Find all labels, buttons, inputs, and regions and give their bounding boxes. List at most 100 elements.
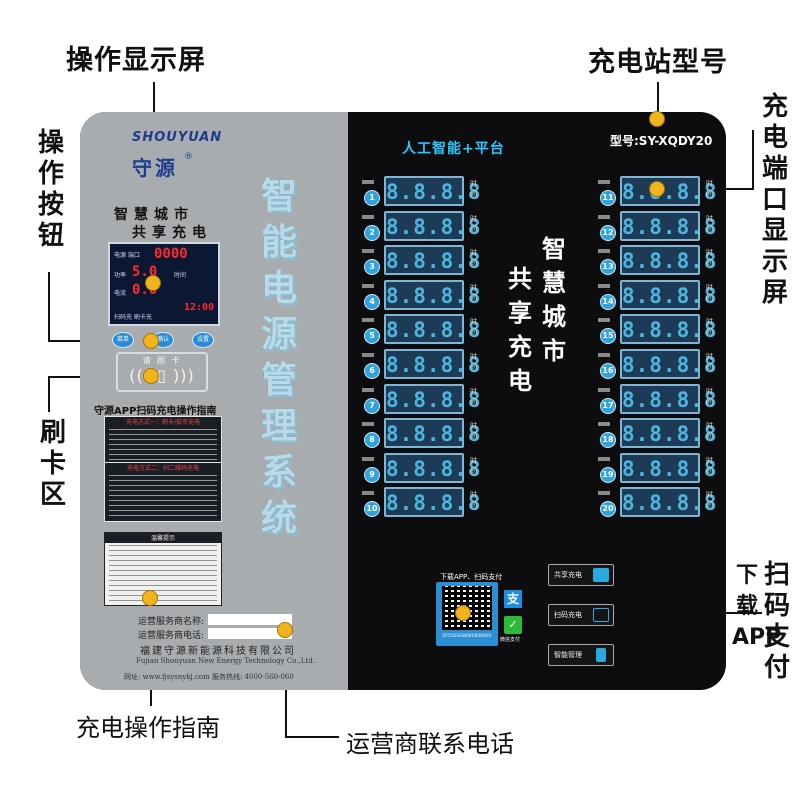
marker-operation-buttons — [143, 333, 159, 349]
port-display-digits: 8.8.8.8 — [622, 491, 718, 516]
ai-platform-slogan: 人工智能+平台 — [402, 141, 505, 157]
port-indicator-light — [598, 353, 610, 357]
port-indicator-light — [362, 491, 374, 496]
guide-section-qr: 充电方式二：扫二维码充电 — [104, 462, 222, 522]
port-display: 8.8.8.8 — [620, 245, 718, 276]
scan-icon — [593, 608, 609, 622]
port-indicator-light — [598, 249, 610, 254]
center-slogan-char: 电 — [508, 366, 532, 395]
annotation-display-screen: 操作显示屏 — [66, 45, 206, 76]
port-number-badge: 2 — [364, 224, 380, 241]
port-display-digits: 8.8.8.8 — [622, 456, 718, 481]
port-number-badge: 15 — [600, 328, 616, 345]
leader-line-phone-h — [285, 736, 339, 738]
port-display: 8.8.8.8 — [384, 279, 481, 310]
port-display-digits: 8.8.8.8 — [622, 214, 718, 239]
port-indicator-light — [362, 353, 374, 357]
menu-button[interactable]: 菜单 — [112, 332, 134, 348]
operation-button-row: 菜单 确认 设置 — [110, 332, 218, 350]
port-indicator-light — [362, 283, 374, 288]
marker-operator-phone — [277, 622, 293, 638]
lcd-status-text: 扫码充 刷卡充 — [114, 314, 152, 321]
lcd-current-label: 电流 — [114, 290, 127, 297]
center-slogan-char: 市 — [542, 336, 566, 365]
lcd-time-value: 12:00 — [184, 302, 215, 313]
port-display: 8.8.8.8 — [620, 314, 717, 345]
port-indicator-light — [598, 180, 610, 184]
guide-title: 守源APP扫码充电操作指南 — [94, 406, 217, 417]
vertical-title-char: 管 — [260, 360, 297, 401]
port-time-label: 时间 — [470, 387, 477, 406]
vertical-title-char: 统 — [260, 498, 297, 539]
guide-section-3-text — [109, 545, 217, 603]
port-display: 8.8.8.8 — [384, 210, 482, 241]
port-display: 8.8.8.8 — [384, 176, 481, 206]
port-display-digits: 8.8.8.8 — [386, 249, 482, 274]
center-slogan-char: 城 — [542, 302, 566, 331]
settings-button[interactable]: 设置 — [192, 332, 214, 348]
port-time-label: 时间 — [706, 422, 713, 441]
operator-phone-label: 运营服务商电话: — [138, 631, 205, 641]
port-number-badge: 5 — [364, 328, 380, 345]
port-display-digits: 8.8.8.8 — [622, 353, 718, 377]
port-display: 8.8.8.8 — [620, 487, 718, 518]
port-number-badge: 3 — [364, 259, 380, 276]
port-number-badge: 19 — [600, 466, 616, 483]
vertical-title-char: 理 — [260, 406, 297, 447]
guide-section-1-text — [109, 429, 217, 465]
port-indicator-light — [362, 249, 374, 254]
port-number-badge: 4 — [364, 293, 380, 310]
port-time-label: 时间 — [706, 353, 713, 371]
port-time-label: 时间 — [470, 456, 477, 475]
company-website: 网址: www.fjsysnykj.com 服务热线: 4000-560-060 — [124, 673, 294, 681]
scan-charging-button[interactable]: 扫码充电 — [548, 604, 614, 626]
port-display-digits: 8.8.8.8 — [386, 214, 482, 239]
port-time-label: 时间 — [706, 214, 713, 233]
vertical-title-char: 智 — [260, 176, 297, 217]
qr-download-label: 下载APP、扫码支付 — [440, 573, 503, 581]
annotation-station-model: 充电站型号 — [588, 47, 728, 78]
card-swipe-label: 请 刷 卡 — [142, 356, 182, 365]
port-number-badge: 8 — [364, 432, 380, 449]
shared-charging-button[interactable]: 共享充电 — [548, 564, 614, 586]
port-display: 8.8.8.8 — [620, 383, 717, 414]
port-indicator-light — [362, 180, 374, 184]
brand-logo-cn: 守源 — [132, 156, 178, 180]
port-indicator-light — [598, 456, 610, 461]
port-time-label: 时间 — [706, 456, 713, 475]
guide-section-card: 充电方式一：刷卡/投币充电 — [104, 416, 222, 468]
port-number-badge: 16 — [600, 363, 616, 379]
card-swipe-area[interactable]: 请 刷 卡 ((( ▯ ))) — [116, 352, 208, 392]
port-display-digits: 8.8.8.8 — [622, 180, 718, 204]
port-number-badge: 1 — [364, 190, 380, 206]
scan-charging-label: 扫码充电 — [554, 611, 582, 619]
port-display-digits: 8.8.8.8 — [386, 456, 482, 481]
port-time-label: 时间 — [470, 283, 477, 302]
port-display: 8.8.8.8 — [384, 383, 481, 414]
port-indicator-light — [362, 387, 374, 392]
port-display-digits: 8.8.8.8 — [386, 318, 482, 343]
center-slogan-char: 共 — [508, 264, 532, 293]
lcd-big-digits: 0000 — [154, 246, 188, 262]
port-time-label: 时间 — [470, 214, 477, 233]
guide-section-3-heading: 温馨提示 — [105, 533, 221, 543]
port-display-digits: 8.8.8.8 — [622, 249, 718, 274]
port-display: 8.8.8.8 — [620, 210, 718, 241]
port-time-label: 时间 — [706, 249, 713, 268]
port-number-badge: 12 — [600, 224, 616, 241]
port-number-badge: 13 — [600, 259, 616, 276]
port-indicator-light — [598, 422, 610, 427]
lcd-power-label: 功率 — [114, 272, 127, 279]
port-indicator-light — [362, 318, 374, 323]
port-display-digits: 8.8.8.8 — [386, 491, 482, 516]
slogan-line-1: 智慧城市 — [114, 207, 194, 223]
port-display-digits: 8.8.8.8 — [386, 422, 482, 447]
guide-section-2-heading: 充电方式二：扫二维码充电 — [126, 465, 199, 472]
port-indicator-light — [598, 214, 610, 219]
plug-icon — [593, 568, 609, 582]
smart-management-button[interactable]: 智能管理 — [548, 644, 614, 666]
